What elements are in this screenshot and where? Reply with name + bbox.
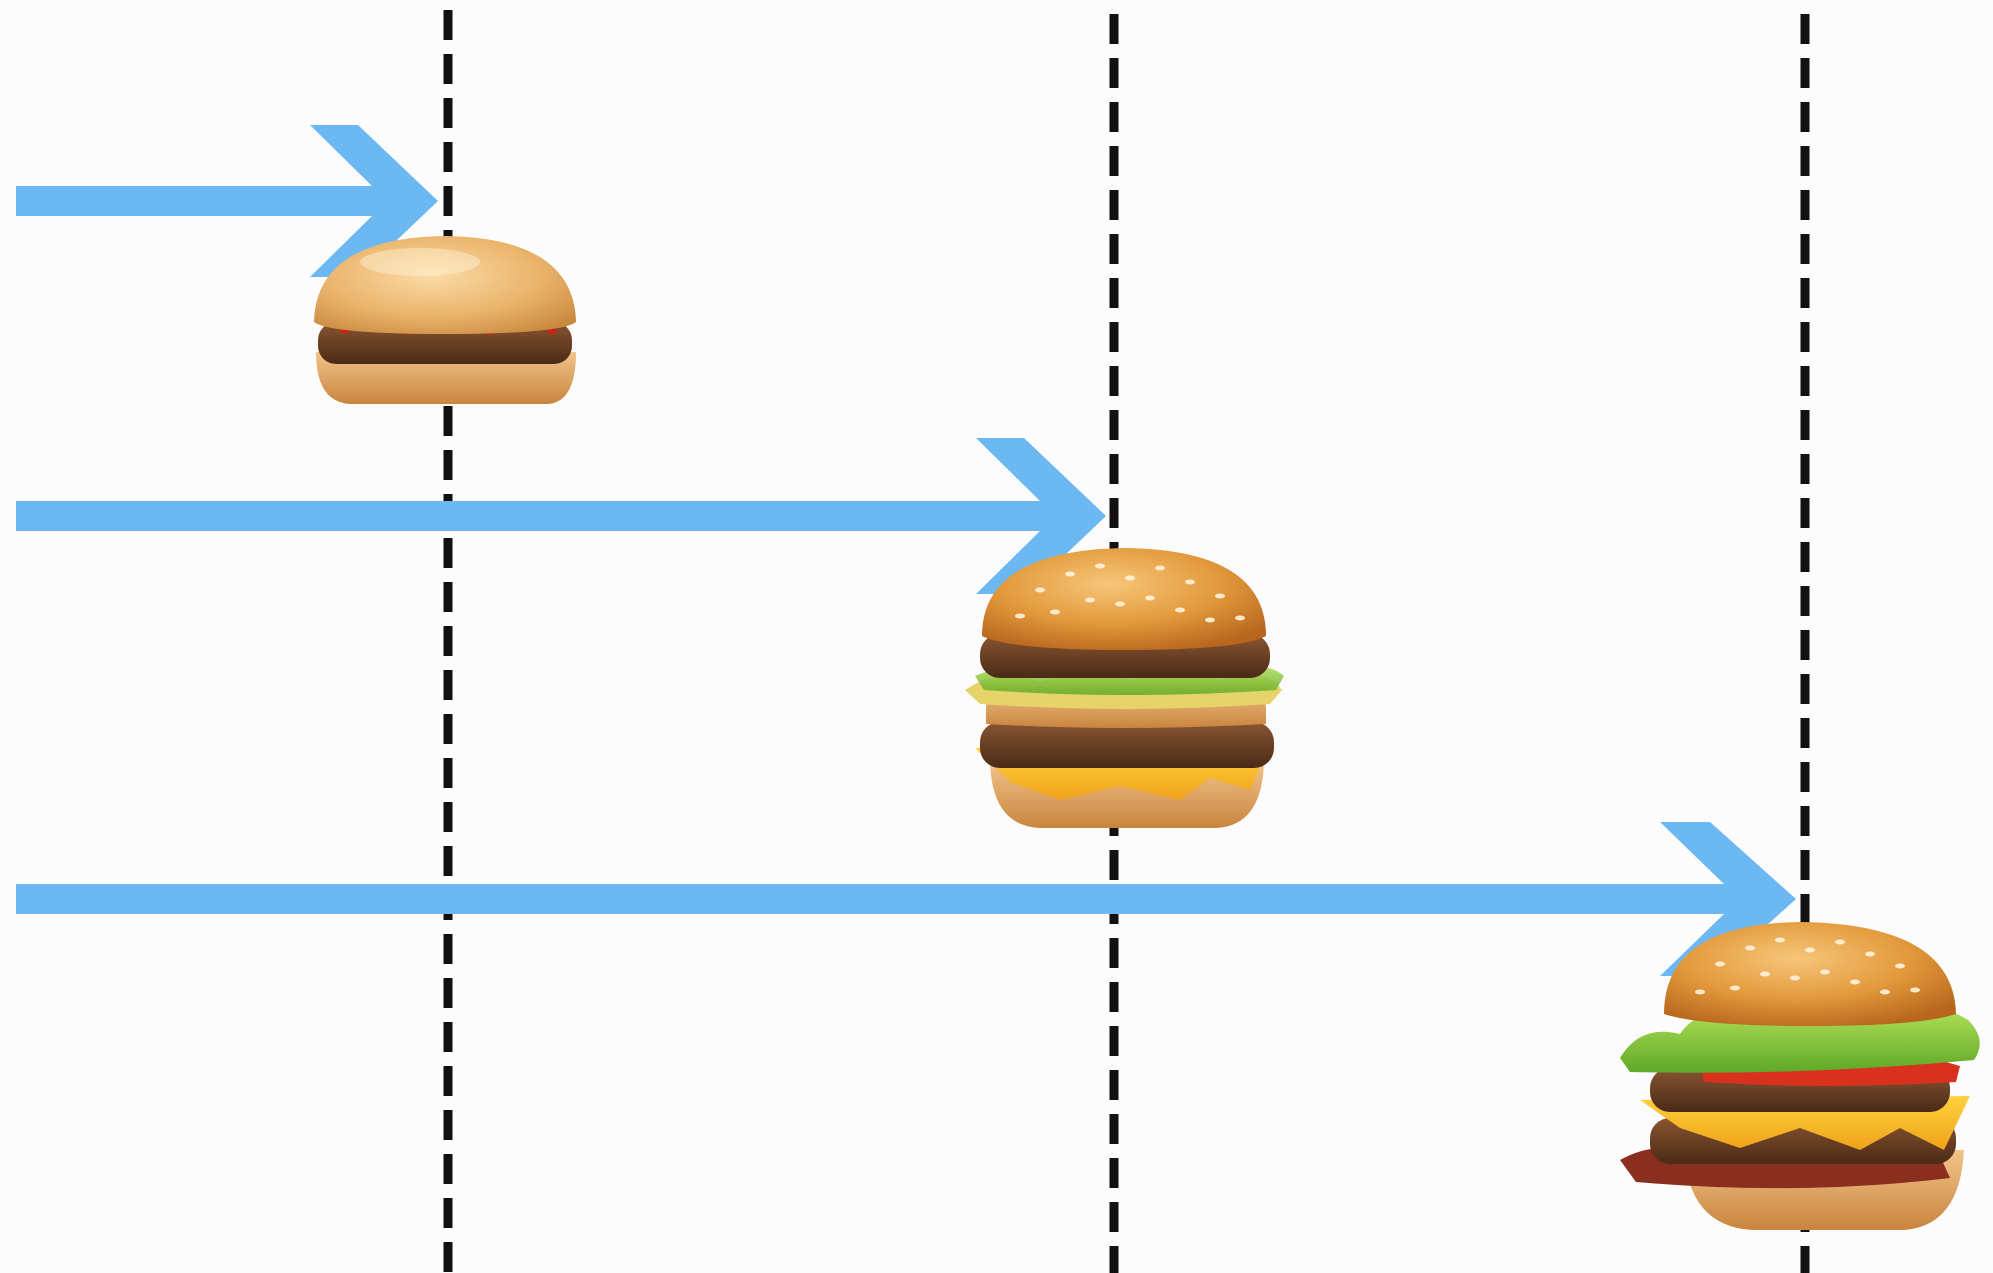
arrow-3: [16, 822, 1796, 976]
hamburger-icon: [314, 236, 576, 404]
loaded-deluxe-burger-icon: [1620, 922, 1980, 1230]
arrow-1: [16, 125, 438, 277]
arrow-2: [16, 438, 1106, 594]
arrows: [16, 125, 1796, 976]
double-decker-burger-icon: [965, 548, 1284, 828]
